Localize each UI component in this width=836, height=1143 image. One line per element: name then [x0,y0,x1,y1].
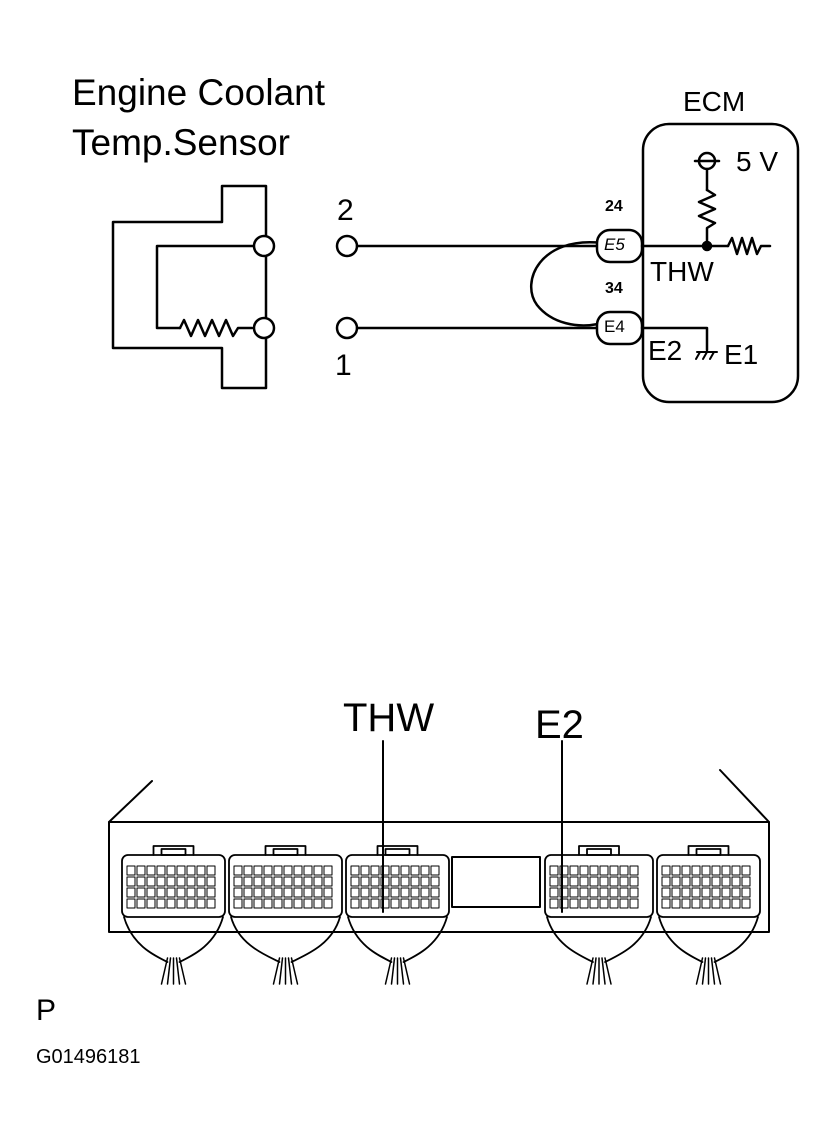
sensor-title-line2: Temp.Sensor [72,122,290,163]
ecm-box [641,122,800,404]
terminal-1-label: 1 [335,349,352,382]
ecm-connector-3 [345,845,450,985]
terminal-2-label: 2 [337,194,354,227]
thw-callout-label: THW [343,696,435,740]
figure-id: G01496181 [36,1046,141,1068]
center-window [451,856,541,908]
ecm-title: ECM [683,86,746,117]
sensor-resistor [178,318,254,338]
connector-e4-label: E4 [604,317,625,336]
thw-resistor [726,236,772,256]
e2-callout-label: E2 [535,703,584,747]
junction-dot [701,240,713,252]
harness-terminal-1 [335,316,359,340]
ecm-housing-top [108,769,770,823]
sensor-title-line1: Engine Coolant [72,72,326,113]
ecm-connectors [121,845,761,985]
sensor-terminal-top [252,234,276,258]
harness-terminal-2 [335,234,359,258]
thw-signal-label: THW [650,256,714,287]
e1-ground-label: E1 [724,339,759,370]
supply-voltage-label: 5 V [736,146,779,177]
sensor-housing [111,184,268,390]
ecm-housing-face [108,821,770,933]
connector-e5-label: E5 [604,235,625,254]
sensor-terminal-bottom [252,316,276,340]
ecm-connector-2 [228,845,343,985]
page-marker: P [36,994,57,1027]
sensor-internal-wire [155,244,266,330]
ecm-connector-5 [656,845,761,985]
ground-symbol-icon [695,351,718,360]
e2-internal-wire [640,326,709,352]
ecm-unit-drawing [108,769,770,933]
pin-24-label: 24 [605,198,623,215]
shield-loop [530,241,604,327]
pin-34-label: 34 [605,280,623,297]
pullup-resistor [697,188,717,246]
ecm-connector-1 [121,845,226,985]
ecm-connector-4 [544,845,654,985]
e2-signal-label: E2 [648,335,683,366]
